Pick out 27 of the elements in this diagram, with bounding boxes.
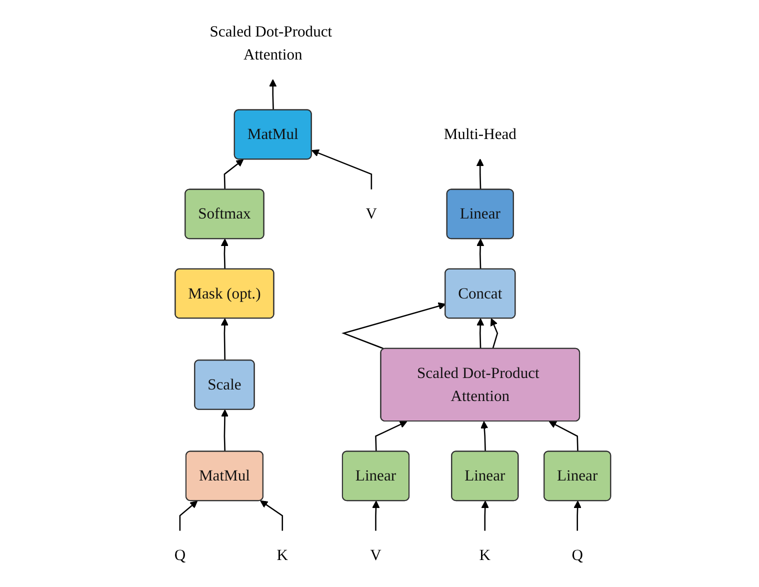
arrow	[476, 238, 484, 270]
arrow	[260, 500, 284, 531]
arrow	[574, 500, 582, 531]
arrow	[476, 318, 484, 349]
arrow	[311, 149, 372, 190]
node-text: Q	[572, 546, 583, 564]
arrow	[220, 238, 228, 270]
arrow	[269, 79, 277, 110]
node-text: Q	[174, 546, 186, 564]
node-text: K	[276, 546, 288, 564]
arrow	[224, 159, 244, 190]
arrow	[375, 420, 408, 452]
node-text: Scaled Dot-Product Attention	[210, 22, 332, 64]
arrow	[179, 500, 198, 531]
arrow	[342, 302, 446, 350]
node-text: V	[366, 204, 378, 222]
arrow	[490, 318, 498, 350]
node-text: Multi-Head	[444, 125, 516, 143]
arrow	[372, 500, 380, 531]
arrow	[481, 500, 489, 531]
node-text: V	[370, 546, 382, 564]
arrow	[480, 421, 488, 452]
arrow	[476, 158, 484, 190]
arrow	[548, 421, 578, 452]
node-text: K	[479, 546, 490, 564]
arrow	[220, 318, 228, 360]
arrow	[220, 409, 229, 452]
